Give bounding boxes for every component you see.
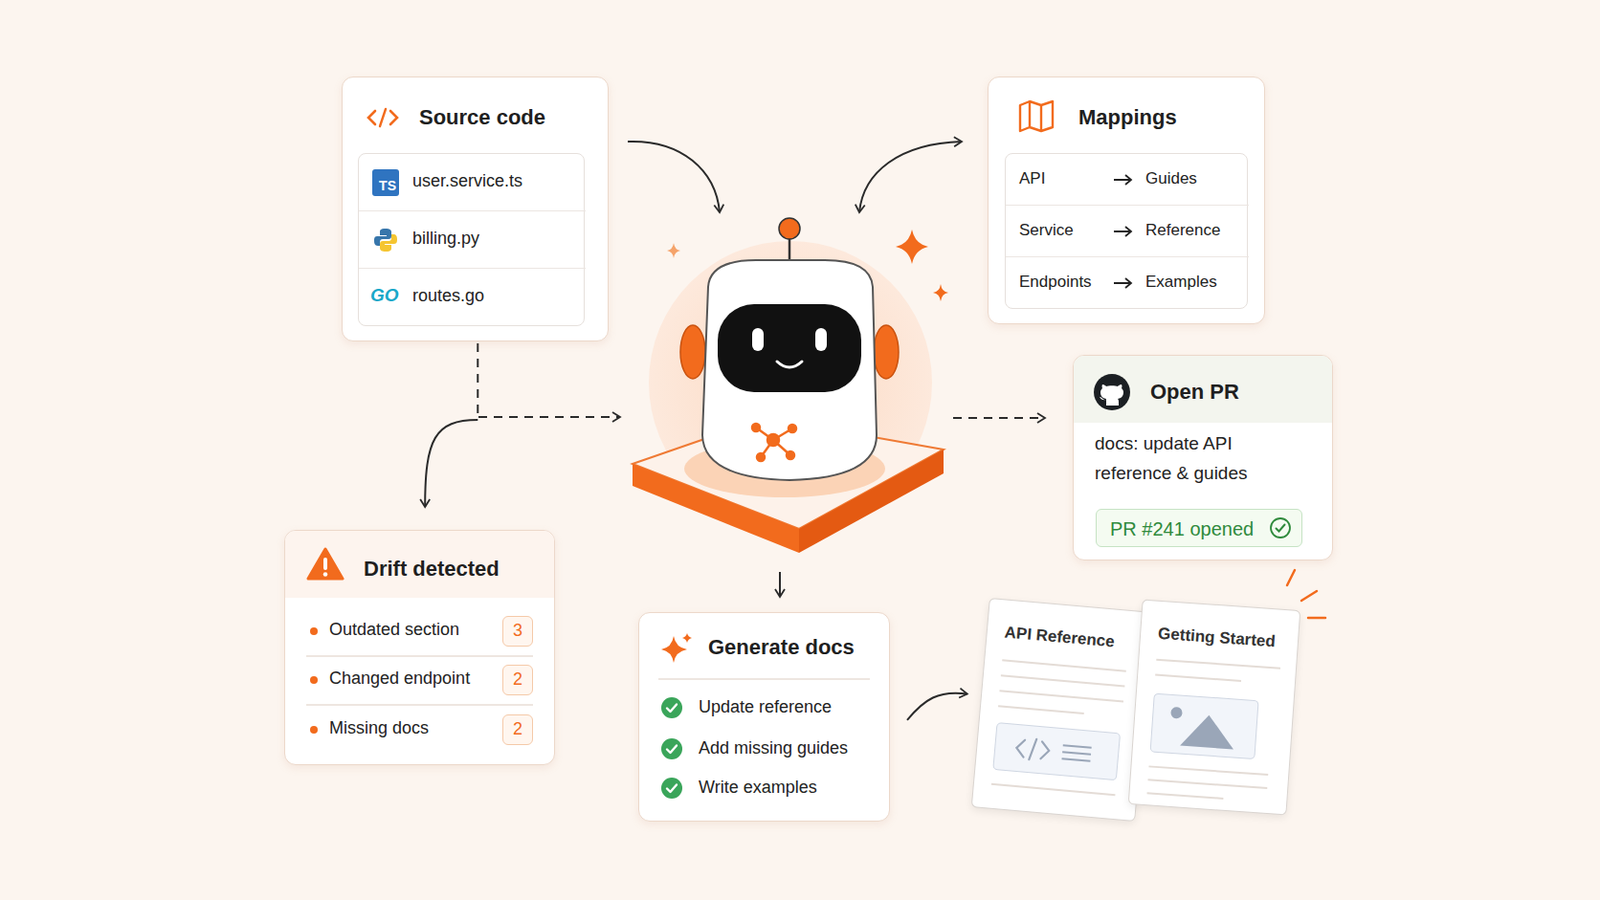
label-text: API Reference	[1003, 622, 1116, 652]
map-arrow	[1112, 224, 1134, 239]
bullet	[310, 627, 318, 636]
label-text: docs: update API reference & guides	[1094, 428, 1301, 489]
go-logo: GO	[370, 285, 400, 308]
warning-icon	[306, 547, 345, 582]
mappings-card: MappingsAPI GuidesService ReferenceEndpoin…	[987, 76, 1266, 325]
connector-line	[424, 420, 478, 508]
label-text: Getting Started	[1156, 624, 1276, 653]
label-text: Outdated section	[329, 620, 460, 642]
text-line	[1155, 674, 1242, 683]
label-text: API	[1019, 169, 1045, 189]
mapping-row: API Guides	[1005, 154, 1249, 206]
check-icon	[1268, 516, 1292, 540]
image-box	[1150, 693, 1260, 761]
label-text: Endpoints	[1019, 272, 1092, 292]
code-box	[992, 722, 1121, 781]
file-row: user.service.ts TS	[358, 154, 586, 212]
text-line	[1000, 674, 1126, 688]
label-text: billing.py	[412, 228, 480, 250]
ts-badge: TS	[372, 169, 400, 197]
check-icon	[660, 777, 684, 800]
label-text: Add missing guides	[698, 738, 848, 760]
connector	[424, 343, 478, 508]
map-icon	[1017, 98, 1056, 134]
image-icon	[1151, 694, 1257, 757]
text-line	[1148, 765, 1268, 777]
label-text: 2	[512, 669, 523, 691]
map-arrow	[1112, 173, 1134, 187]
label-text: Open PR	[1150, 379, 1240, 405]
label-text: Service	[1019, 221, 1074, 241]
label-text: routes.go	[412, 286, 485, 308]
code-icon	[1011, 733, 1100, 771]
label-text: Update reference	[698, 697, 832, 719]
text-line	[999, 689, 1124, 703]
count-badge: 2	[502, 665, 534, 696]
sparkle-icon	[660, 632, 693, 666]
document-page: API Reference	[971, 598, 1155, 823]
check-icon	[660, 696, 684, 720]
label-text: Generate docs	[708, 635, 855, 661]
label-text: Changed endpoint	[329, 668, 470, 690]
label-text: Guides	[1145, 169, 1198, 189]
text-line	[991, 783, 1116, 797]
text-line	[1146, 792, 1223, 800]
count-badge: 2	[502, 714, 534, 746]
text-line	[1155, 659, 1281, 670]
check-icon	[660, 737, 684, 761]
count-badge: 3	[502, 616, 534, 647]
mapping-row: Endpoints Examples	[1005, 257, 1249, 310]
label-text: user.service.ts	[412, 171, 523, 193]
label-text: 2	[512, 719, 523, 741]
label-text: Examples	[1145, 272, 1218, 292]
label-text: Source code	[419, 105, 546, 131]
github-icon	[1092, 373, 1132, 412]
separator	[658, 678, 870, 681]
label-text: Reference	[1145, 221, 1221, 241]
robot	[680, 218, 899, 481]
file-row: billing.py	[358, 211, 586, 269]
code-icon	[365, 106, 400, 130]
label-text: Drift detected	[363, 556, 500, 582]
map-arrow	[1112, 276, 1134, 290]
text-line	[998, 705, 1085, 715]
label-text: PR #241 opened	[1110, 517, 1254, 541]
text-line	[1001, 659, 1127, 672]
bullet	[310, 726, 318, 734]
file-row: routes.go GO	[358, 268, 586, 327]
drift-card: Drift detectedOutdated sectionChanged en…	[284, 530, 556, 766]
connector-line	[907, 693, 968, 721]
label-text: Missing docs	[329, 718, 429, 740]
connector	[907, 693, 968, 721]
row-separator	[306, 704, 534, 707]
connector-line	[476, 343, 479, 421]
bullet	[310, 676, 318, 685]
document-page: Getting Started	[1128, 599, 1302, 816]
label-text: Write examples	[698, 777, 818, 800]
mapping-row: Service Reference	[1005, 205, 1249, 258]
pull-request-card: Open PR docs: update API reference & guid…	[1072, 355, 1334, 561]
row-separator	[306, 655, 534, 658]
python-icon	[372, 226, 400, 254]
generate-card: Generate docsUpdate referenceAdd missing…	[638, 612, 890, 823]
label-text: 3	[512, 621, 523, 643]
text-line	[1147, 778, 1267, 790]
label-text: Mappings	[1078, 105, 1178, 131]
source-code-card: Source code user.service.ts TS billing.py ro…	[341, 76, 609, 342]
status-pill: PR #241 opened	[1095, 509, 1303, 548]
